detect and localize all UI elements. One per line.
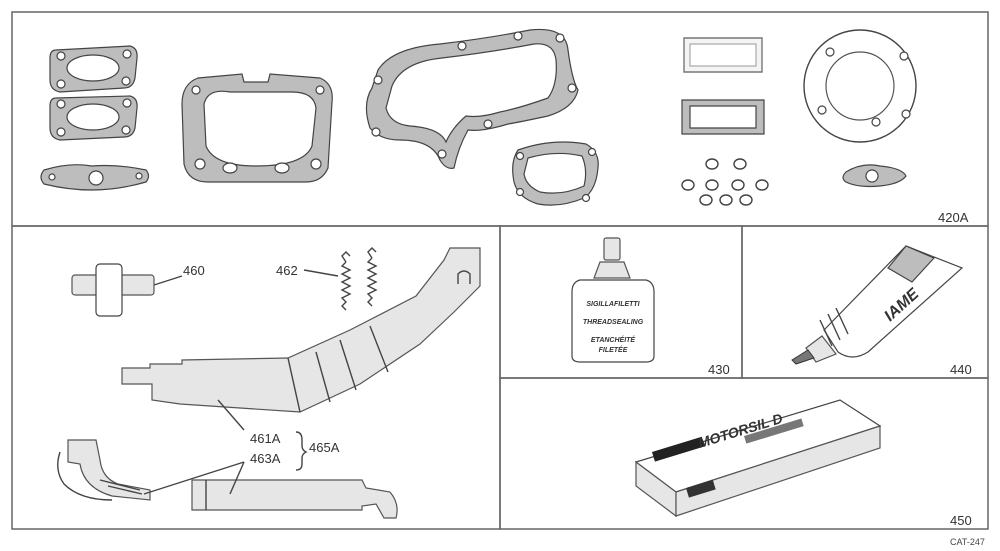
exhaust-flange-gasket bbox=[40, 164, 150, 191]
o-rings bbox=[681, 158, 769, 206]
panel-frames bbox=[11, 11, 989, 530]
ref-450: 450 bbox=[950, 513, 972, 528]
catalog-ref: CAT-247 bbox=[950, 537, 985, 547]
ref-460: 460 bbox=[183, 263, 205, 278]
bottle-label-2: THREADSEALING bbox=[582, 319, 644, 326]
cylinder-head-gasket bbox=[803, 29, 917, 143]
ref-463a: 463A bbox=[250, 451, 281, 466]
ref-420a: 420A bbox=[938, 210, 969, 225]
small-flange-gasket bbox=[842, 164, 907, 188]
ref-430: 430 bbox=[708, 362, 730, 377]
bottle-label-4: FILETÉE bbox=[598, 347, 628, 354]
crankcase-gasket bbox=[365, 28, 579, 169]
clutch-cover-gasket bbox=[512, 141, 599, 206]
ref-461a: 461A bbox=[250, 431, 281, 446]
expansion-chamber bbox=[121, 247, 481, 431]
bottle-label-3: ETANCHÉITÉ bbox=[590, 337, 636, 344]
grease-tube: IAME bbox=[791, 245, 964, 365]
ref-440: 440 bbox=[950, 362, 972, 377]
exhaust-socket bbox=[71, 263, 183, 317]
intake-gasket-lower bbox=[49, 95, 138, 141]
reed-valve-gasket-outline bbox=[683, 37, 763, 73]
ref-465a: 465A bbox=[309, 440, 340, 455]
cylinder-base-gasket bbox=[181, 73, 333, 183]
ref-462: 462 bbox=[276, 263, 298, 278]
reed-valve-gasket bbox=[681, 99, 765, 135]
motorsil-box: MOTORSIL D bbox=[634, 399, 882, 518]
silencer bbox=[191, 461, 398, 519]
exhaust-header-pipe bbox=[57, 439, 245, 501]
bottle-label-1: SIGILLAFILETTI bbox=[586, 301, 640, 308]
intake-gasket-upper bbox=[49, 45, 138, 93]
brace-465a bbox=[295, 431, 308, 471]
thread-sealant-bottle bbox=[571, 237, 655, 363]
exhaust-springs bbox=[303, 247, 378, 311]
